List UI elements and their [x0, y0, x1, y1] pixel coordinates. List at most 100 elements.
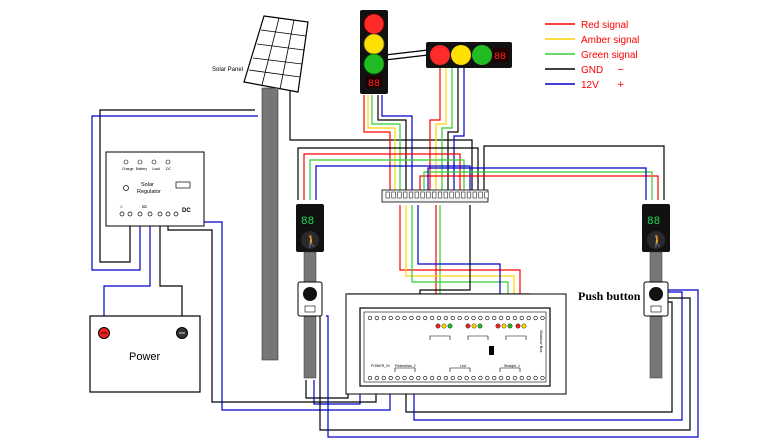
terminal-block	[381, 189, 489, 203]
controller-terminal-top	[374, 315, 380, 321]
controller-terminal-top	[526, 315, 531, 321]
svg-text:88: 88	[368, 79, 380, 90]
wire-push-12v	[413, 291, 683, 421]
terminal-screw	[478, 191, 483, 199]
wire-right-gnd	[447, 68, 459, 190]
wire-push-gnd	[405, 301, 673, 413]
controller-terminal-top	[457, 315, 462, 321]
solar-panel-label: Solar Panel	[212, 67, 243, 73]
wire-battery-neg	[159, 214, 183, 332]
controller-terminal-bottom	[492, 375, 497, 381]
traffic-light-horizontal-icon: 88	[426, 42, 512, 68]
terminal-screw	[403, 191, 408, 199]
controller-terminal-top	[423, 315, 428, 321]
controller-terminal-bottom	[430, 375, 435, 381]
traffic-light-h-amber-lamp	[451, 45, 471, 65]
wire-ped-left-12v	[315, 165, 471, 200]
controller-label-power-in: POWER_IN	[371, 364, 390, 368]
controller-terminal-bottom	[485, 375, 490, 381]
traffic-light-h-countdown	[493, 48, 509, 62]
traffic-light-countdown	[366, 76, 382, 88]
controller-led	[435, 323, 441, 329]
controller-terminal-bottom	[505, 375, 511, 381]
controller-terminal-top	[443, 315, 449, 321]
traffic-light-h-red-lamp	[430, 45, 450, 65]
controller-terminal-top	[430, 315, 435, 321]
wire-battery-pos	[103, 214, 151, 332]
traffic-light-amber-lamp	[363, 33, 385, 55]
controller-terminal-bottom	[450, 375, 455, 381]
terminal-screw	[408, 191, 414, 199]
wire-bottom-loop-2	[326, 289, 699, 438]
power-label: Power	[129, 351, 161, 363]
wire-ped-right-12v	[427, 167, 647, 200]
wire-ped-left-gnd	[297, 147, 479, 200]
controller-terminal-bottom	[374, 375, 380, 381]
wire-main-12v	[381, 95, 413, 190]
wire-main-green	[371, 95, 401, 190]
push-button-label: Push button	[578, 289, 641, 303]
controller-label-led: Led	[460, 364, 466, 368]
controller-terminal-bottom	[423, 375, 428, 381]
controller-terminal-bottom	[533, 375, 538, 381]
regulator-led-label-2: Battery	[136, 167, 147, 171]
controller-terminal-top	[367, 315, 373, 321]
controller-terminal-bottom	[526, 375, 531, 381]
regulator-led-label-1: Charge	[122, 167, 134, 171]
controller-terminal-top	[450, 315, 455, 321]
terminal-screw	[391, 191, 396, 199]
controller-terminal-top	[381, 315, 386, 321]
regulator-dc-label: DC	[182, 208, 191, 214]
controller-terminal-bottom	[512, 375, 518, 381]
controller-terminal-bottom	[443, 375, 449, 381]
wire-right-amber	[435, 68, 447, 190]
controller-terminal-top	[416, 315, 421, 321]
controller-terminal-bottom	[388, 375, 393, 381]
terminal-screw	[426, 191, 431, 199]
wire-panel-left-2	[91, 115, 258, 271]
controller-terminal-top	[471, 315, 476, 321]
controller-terminal-top	[402, 315, 407, 321]
terminal-screw	[385, 191, 390, 199]
controller-terminal-top	[409, 315, 414, 321]
regulator-led-label-4: DC	[166, 167, 172, 171]
svg-text:88: 88	[301, 216, 314, 228]
controller-connector	[429, 335, 451, 340]
controller-terminal-bottom	[395, 375, 400, 381]
push-button-icon	[297, 281, 323, 317]
controller-connector	[449, 367, 471, 372]
wire-ped-pole-12v	[313, 380, 361, 405]
controller-connector	[467, 335, 489, 340]
controller-terminal-top	[533, 315, 538, 321]
controller-terminal-top	[512, 315, 518, 321]
legend-mark-3: −	[618, 64, 624, 76]
controller-terminal-bottom	[436, 375, 442, 381]
controller-terminal-top	[395, 315, 400, 321]
controller-terminal-top	[485, 315, 490, 321]
controller-label-pedestrian: Pedestrian_2	[395, 364, 416, 368]
controller-connector	[505, 335, 527, 340]
wire-tl-link-2	[384, 49, 429, 56]
wire-ped-left-green	[309, 159, 465, 200]
wires	[91, 49, 699, 438]
wire-tl-link	[384, 54, 429, 61]
terminal-screw	[397, 191, 402, 199]
terminal-screw	[461, 191, 466, 199]
controller-terminal-top	[492, 315, 497, 321]
controller-led	[521, 323, 527, 329]
controller-led	[471, 323, 477, 329]
wire-tb-red2	[399, 205, 521, 312]
wire-panel-left	[99, 109, 255, 263]
controller-terminal-bottom	[381, 375, 386, 381]
solar-panel-icon	[243, 15, 309, 361]
controller-terminal-top	[388, 315, 393, 321]
legend-label-0: Red signal	[581, 20, 628, 31]
controller-terminal-bottom	[457, 375, 462, 381]
controller-chip	[489, 346, 494, 355]
regulator-led-label-3: Load	[152, 167, 160, 171]
controller-terminal-bottom	[540, 375, 545, 381]
controller-terminal-bottom	[471, 375, 476, 381]
legend-label-1: Amber signal	[581, 35, 639, 46]
